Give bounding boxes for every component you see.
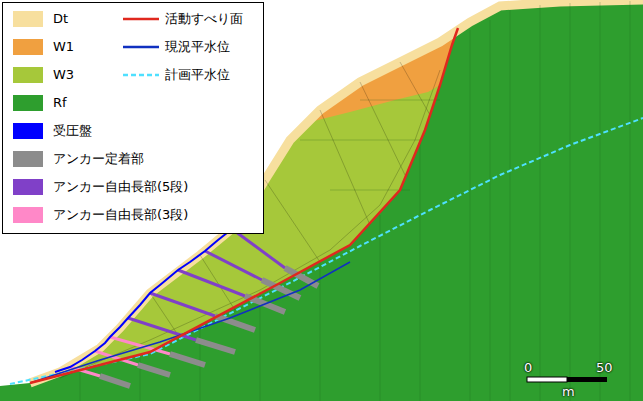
legend-text: 計画平水位	[165, 67, 230, 83]
scale-label: 0	[524, 360, 532, 375]
legend-swatch	[13, 179, 43, 195]
legend-swatch	[13, 95, 43, 111]
planned-water-level	[10, 118, 643, 384]
legend-text: Rf	[53, 95, 67, 111]
legend-box: Dt 活動すべり面 W1 現況平水位 W3 計画平水位 Rf 受圧盤アンカー定着部アンカー自由…	[2, 2, 264, 234]
legend-text: アンカー定着部	[53, 151, 144, 167]
legend-swatch	[13, 123, 43, 139]
scale-bar	[527, 377, 607, 382]
legend-swatch	[13, 207, 43, 223]
legend-swatch	[13, 11, 43, 27]
legend-text: 現況平水位	[165, 39, 230, 55]
legend-text: 活動すべり面	[165, 11, 243, 27]
legend-text: W1	[53, 39, 74, 55]
legend-text: W3	[53, 67, 74, 83]
legend-line-sample	[123, 39, 159, 55]
legend-text: Dt	[53, 11, 68, 27]
legend-line-sample	[123, 11, 159, 27]
scale-label: 50	[596, 360, 613, 375]
legend-swatch	[13, 151, 43, 167]
legend-swatch	[13, 67, 43, 83]
legend-line-sample	[123, 67, 159, 83]
legend-swatch	[13, 39, 43, 55]
legend-text: 受圧盤	[53, 123, 92, 139]
sky	[0, 0, 643, 386]
legend-text: アンカー自由長部(5段)	[53, 179, 188, 195]
current-water-level	[30, 262, 350, 383]
legend-text: アンカー自由長部(3段)	[53, 207, 188, 223]
scale-label: m	[562, 384, 575, 399]
pressure-plate	[55, 229, 232, 372]
